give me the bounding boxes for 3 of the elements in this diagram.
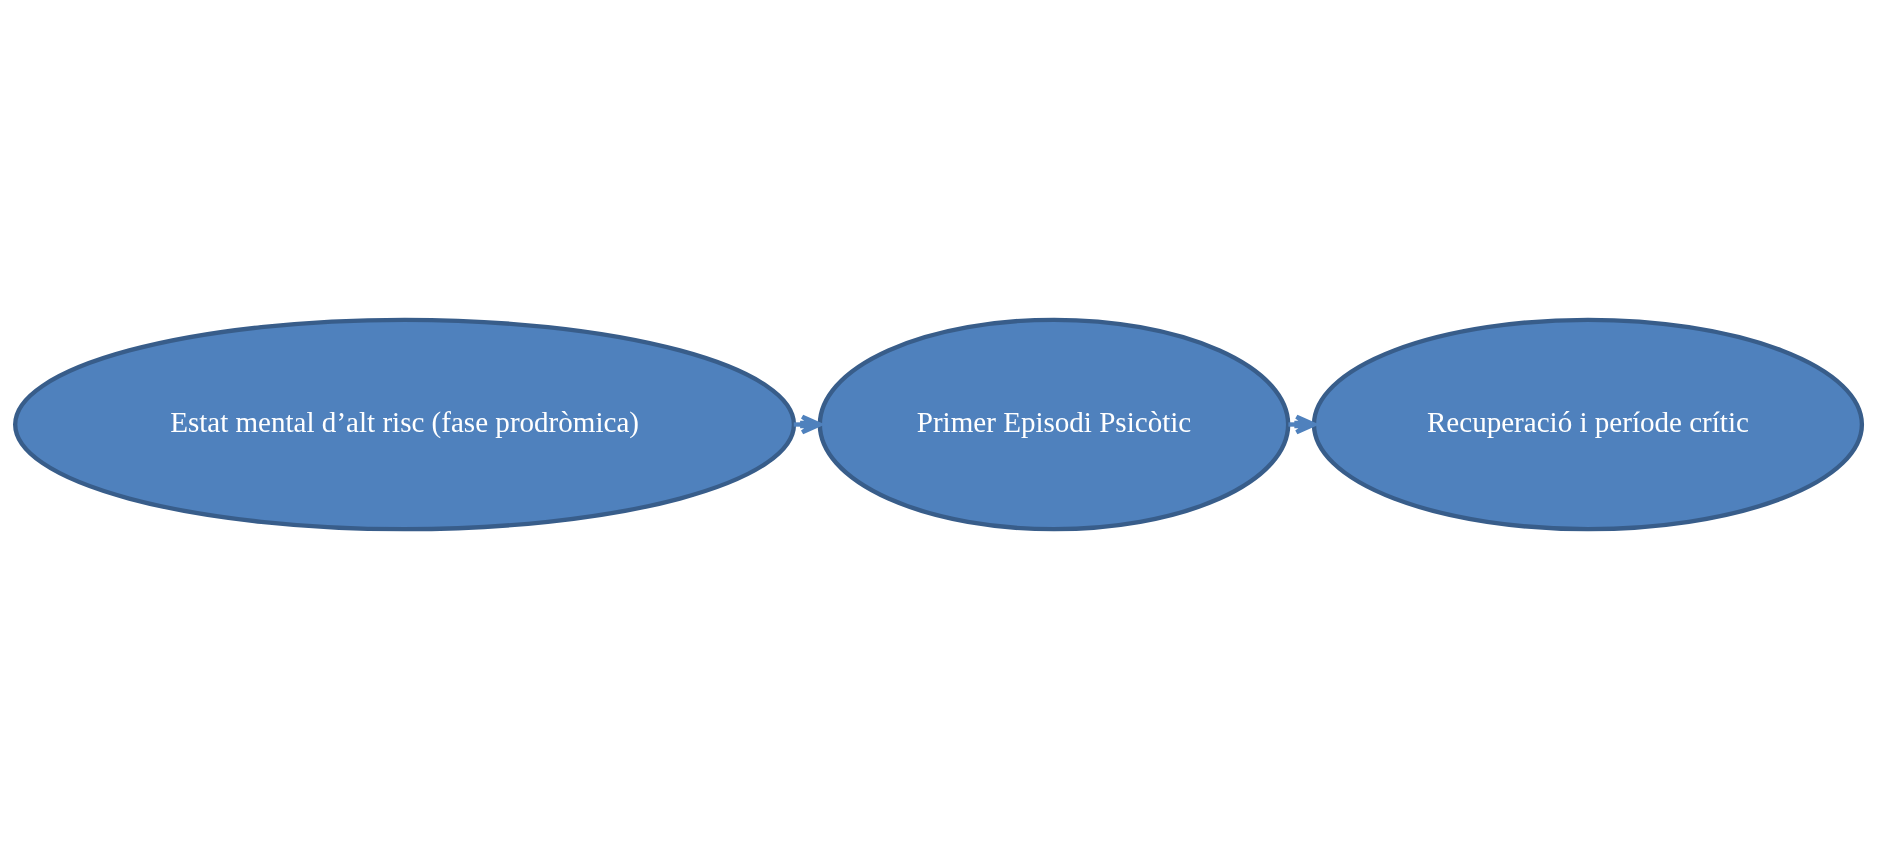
node-ellipse: Primer Episodi Psicòtic (817, 317, 1291, 531)
node-ellipse: Estat mental d’alt risc (fase prodròmica) (13, 317, 797, 531)
node-ellipse: Recuperació i període crític (1311, 317, 1865, 531)
